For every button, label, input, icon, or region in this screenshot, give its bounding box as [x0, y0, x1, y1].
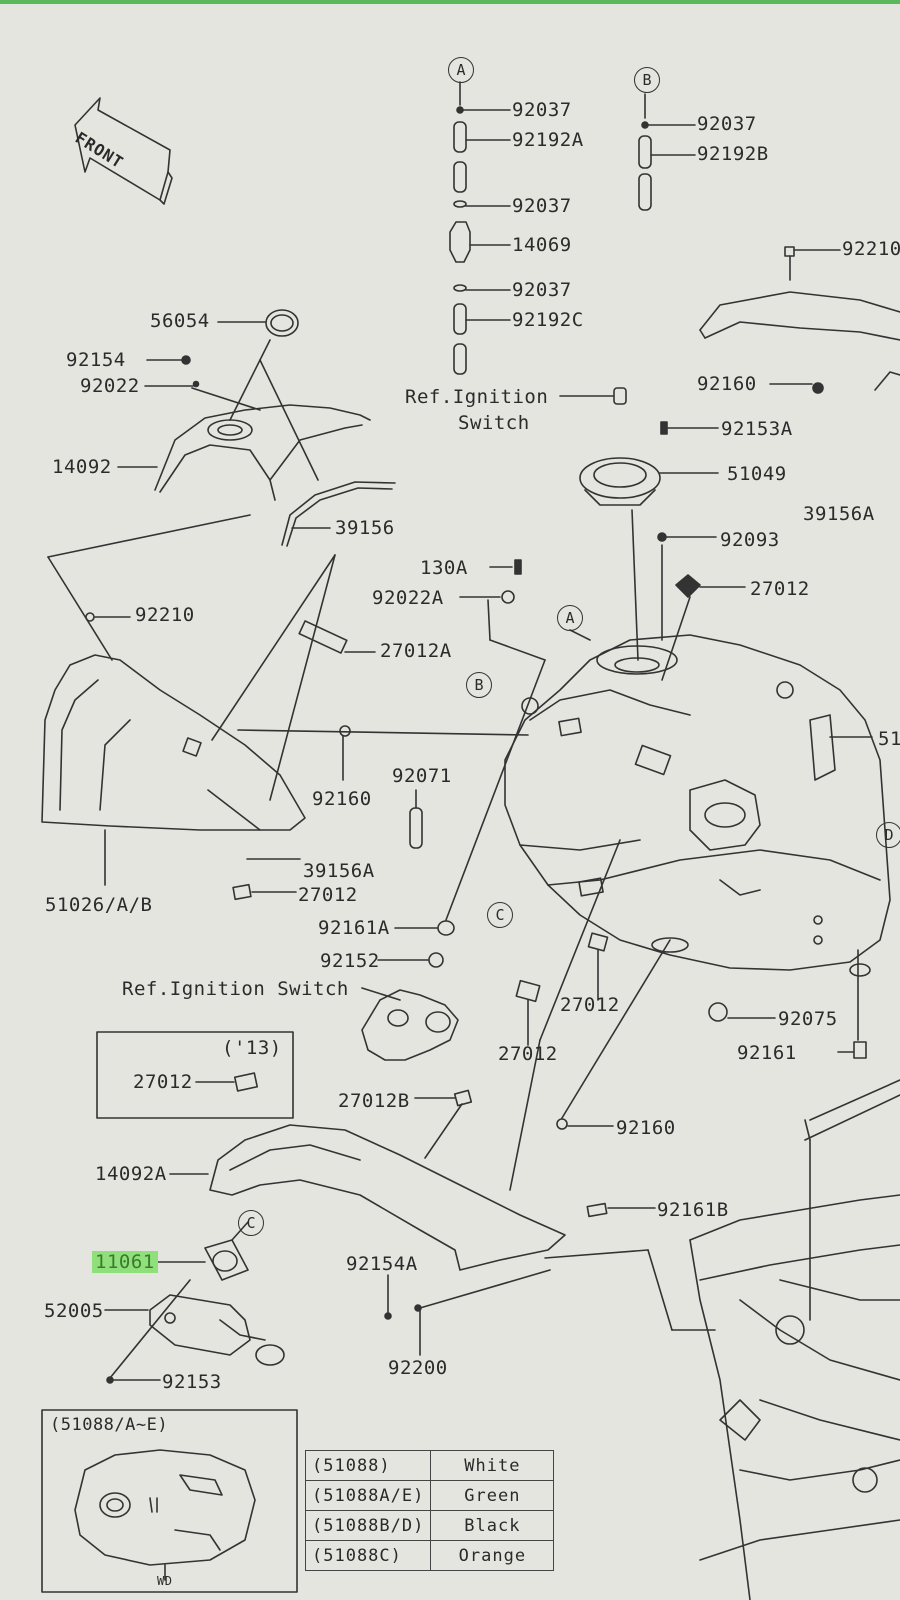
part-label: 27012 [750, 578, 810, 600]
color-table-code: (51088B/D) [304, 1510, 432, 1541]
part-label: 56054 [150, 310, 210, 332]
part-label: 92093 [720, 529, 780, 551]
part-label-highlighted: 11061 [92, 1251, 158, 1273]
filler-cap [559, 387, 746, 681]
part-label: 92192A [512, 129, 584, 151]
part-label: 130A [420, 557, 468, 579]
part-label: 92161A [318, 917, 390, 939]
part-label: 92210 [842, 238, 900, 260]
part-label: 39156A [803, 503, 875, 525]
front-arrow-shape [74, 97, 173, 205]
ref-ignition-label-2: Switch [458, 412, 530, 434]
part-label: 92154 [66, 349, 126, 371]
part-label: 27012A [380, 640, 452, 662]
decals-right [414, 839, 867, 1191]
tank-top-cover [117, 309, 396, 547]
part-label: 92160 [697, 373, 757, 395]
ref-ignition-switch-label: Ref.Ignition Switch [122, 978, 349, 1000]
part-label: 27012 [498, 1043, 558, 1065]
callout-c-pump: C [238, 1210, 264, 1236]
part-label: 92161B [657, 1199, 729, 1221]
part-label: 92154A [346, 1253, 418, 1275]
reference-lines [47, 514, 529, 831]
callout-d: D [876, 822, 900, 848]
lower-cover [169, 1124, 716, 1331]
top-edge [0, 0, 900, 4]
part-label: 92160 [312, 788, 372, 810]
part-label: 51049 [727, 463, 787, 485]
part-label: 92037 [512, 279, 572, 301]
color-table-row: (51088)White [304, 1450, 555, 1481]
fuel-tank [504, 634, 891, 971]
fuel-pump-parts [104, 1221, 551, 1384]
part-label: 92037 [697, 113, 757, 135]
part-label: 92022 [80, 375, 140, 397]
part-label: 92200 [388, 1357, 448, 1379]
part-label: 92022A [372, 587, 444, 609]
callout-b-top: B [634, 67, 660, 93]
part-label: 92037 [512, 195, 572, 217]
part-label: 27012 [560, 994, 620, 1016]
part-label: 92152 [320, 950, 380, 972]
ignition-switch [361, 987, 459, 1061]
decal-27012 [233, 1072, 259, 1092]
part-label: 92075 [778, 1008, 838, 1030]
part-label: 14069 [512, 234, 572, 256]
color-table-code: (51088C) [304, 1540, 432, 1571]
callout-a-top: A [448, 57, 474, 83]
part-label: 92210 [135, 604, 195, 626]
inset-title: (51088/A~E) [50, 1415, 169, 1435]
callout-a-tank: A [557, 605, 583, 631]
color-table-color: White [430, 1450, 555, 1481]
part-label: 92071 [392, 765, 452, 787]
part-label: 27012 [133, 1071, 193, 1093]
side-cover [41, 612, 376, 886]
part-label: 52005 [44, 1300, 104, 1322]
part-label: 92192C [512, 309, 584, 331]
part-label: 14092A [95, 1163, 167, 1185]
part-label: 51 [878, 728, 900, 750]
year-label: ('13) [222, 1037, 282, 1059]
part-label: 39156 [335, 517, 395, 539]
callout-c-tank: C [487, 902, 513, 928]
rear-rail [699, 246, 900, 394]
year-13-box [96, 1031, 294, 1119]
inset-note: WD [157, 1574, 173, 1588]
part-label: 92161 [737, 1042, 797, 1064]
color-variant-table: (51088)White(51088A/E)Green(51088B/D)Bla… [304, 1450, 555, 1571]
color-table-code: (51088) [304, 1450, 432, 1481]
part-label: 92037 [512, 99, 572, 121]
color-table-row: (51088B/D)Black [304, 1510, 555, 1541]
part-label: 51026/A/B [45, 894, 153, 916]
color-table-color: Green [430, 1480, 555, 1511]
color-table-color: Orange [430, 1540, 555, 1571]
frame-lower-right [689, 949, 900, 1600]
part-label: 39156A [303, 860, 375, 882]
part-label: 92192B [697, 143, 769, 165]
color-table-row: (51088A/E)Green [304, 1480, 555, 1511]
part-label: 14092 [52, 456, 112, 478]
hose-assembly-a [449, 81, 511, 375]
part-label: 27012 [298, 884, 358, 906]
ref-ignition-label-1: Ref.Ignition [405, 386, 549, 408]
color-table-color: Black [430, 1510, 555, 1541]
part-label: 92153A [721, 418, 793, 440]
hose-assembly-b [638, 93, 696, 211]
part-label: 92153 [162, 1371, 222, 1393]
tank-variant-drawing [74, 1449, 256, 1581]
tank-variant-inset-box [41, 1409, 298, 1593]
small-parts-middle [232, 559, 546, 968]
color-table-code: (51088A/E) [304, 1480, 432, 1511]
part-label: 27012B [338, 1090, 410, 1112]
callout-b-tank: B [466, 672, 492, 698]
part-label: 92160 [616, 1117, 676, 1139]
color-table-row: (51088C)Orange [304, 1540, 555, 1571]
